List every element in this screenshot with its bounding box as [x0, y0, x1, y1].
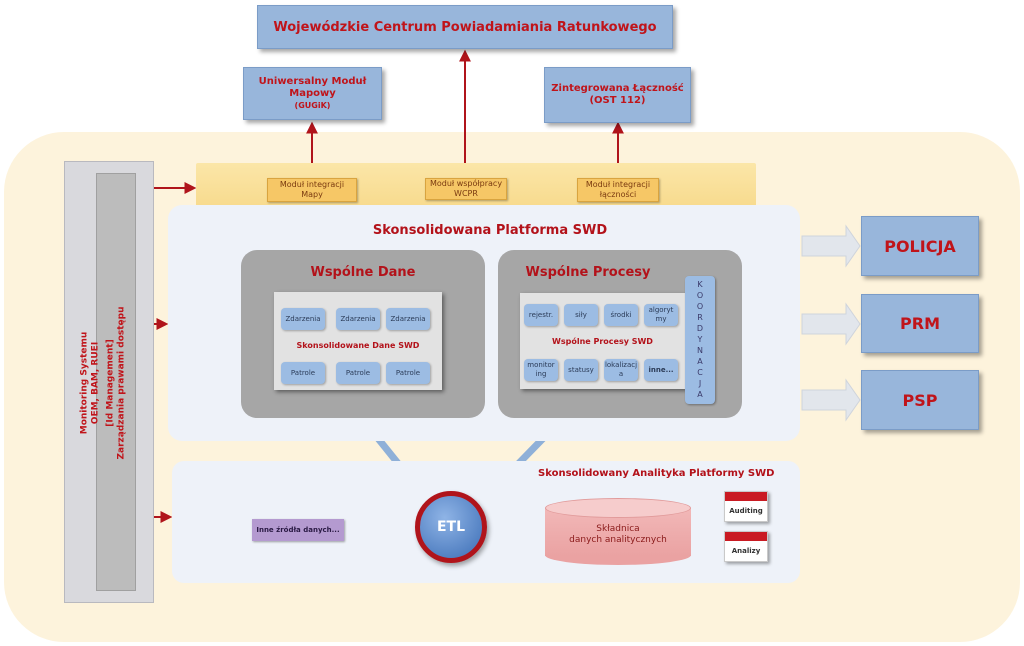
- coordination-letter: A: [697, 390, 703, 399]
- process-chip-location-line2: a: [618, 370, 624, 378]
- etl-node: ETL: [415, 491, 487, 563]
- coordination-letter: K: [697, 280, 703, 289]
- connectivity-line2: (OST 112): [589, 95, 646, 106]
- process-chip-other-text: inne...: [648, 365, 674, 374]
- data-chip-events-2: Zdarzenia: [336, 308, 380, 330]
- idm-line2: Zarządzania prawami dostępu: [115, 306, 126, 460]
- coordination-letter: R: [697, 313, 703, 322]
- data-chip-patrols-3: Patrole: [386, 362, 430, 384]
- auditing-report-label: Auditing: [729, 507, 763, 515]
- coordination-letter: A: [697, 357, 703, 366]
- shared-processes-label: Wspólne Procesy SWD: [552, 336, 653, 346]
- comm-integration-line1: Moduł integracji: [585, 180, 651, 189]
- auditing-report: Auditing: [724, 491, 768, 522]
- storage-line2: danych analitycznych: [569, 535, 667, 545]
- process-chip-registration: rejestr.: [524, 304, 558, 326]
- process-chip-statuses-text: statusy: [568, 365, 594, 374]
- process-chip-resources: środki: [604, 304, 638, 326]
- process-chip-resources-text: środki: [610, 310, 632, 319]
- wcpr-integration-module: Moduł współpracy WCPR: [425, 178, 507, 200]
- map-integration-line2: Mapy: [301, 190, 323, 199]
- process-chip-algorithms: algoryt my: [644, 304, 678, 326]
- auditing-report-header: [725, 492, 767, 501]
- process-chip-algorithms-line1: algoryt: [648, 306, 674, 314]
- wcpr-integration-line2: WCPR: [454, 189, 478, 198]
- coordination-letter: O: [696, 302, 704, 311]
- coordination-letter: D: [696, 324, 704, 333]
- storage-label: Składnica danych analitycznych: [545, 522, 691, 548]
- process-chip-monitoring-line2: ing: [535, 370, 547, 378]
- wcpr-box: Wojewódzkie Centrum Powiadamiania Ratunk…: [257, 5, 673, 49]
- process-chip-statuses: statusy: [564, 359, 598, 381]
- coordination-letter: N: [697, 346, 703, 355]
- process-chip-algorithms-line2: my: [655, 315, 667, 323]
- service-prm: PRM: [861, 294, 979, 353]
- analysis-report-header: [725, 532, 767, 541]
- process-chip-forces-text: siły: [575, 310, 587, 319]
- wcpr-integration-line1: Moduł współpracy: [429, 179, 503, 188]
- map-module-line3: (GUGiK): [294, 100, 331, 110]
- map-module-line2: Mapowy: [289, 87, 336, 99]
- coordination-letter: C: [697, 368, 703, 377]
- shared-data-label: Skonsolidowane Dane SWD: [296, 340, 420, 350]
- process-chip-location-line1: lokalizacj: [604, 361, 638, 369]
- coordination-bar: K O O R D Y N A C J A: [685, 276, 715, 404]
- idm-label: [Id Management] Zarządzania prawami dost…: [105, 307, 127, 460]
- shared-processes-title: Wspólne Procesy: [525, 264, 651, 280]
- coordination-letter: Y: [697, 335, 703, 344]
- map-integration-line1: Moduł integracji: [279, 180, 345, 189]
- analysis-report: Analizy: [724, 531, 768, 562]
- map-integration-module: Moduł integracji Mapy: [267, 178, 357, 202]
- data-chip-patrols-2: Patrole: [336, 362, 380, 384]
- connectivity-box: Zintegrowana Łączność (OST 112): [544, 67, 691, 123]
- arrow-to-psp: [801, 378, 861, 422]
- shared-data-title: Wspólne Dane: [310, 264, 416, 280]
- map-module-box: Uniwersalny Moduł Mapowy (GUGiK): [243, 67, 382, 120]
- service-psp: PSP: [861, 370, 979, 430]
- service-policja: POLICJA: [861, 216, 979, 276]
- connectivity-line1: Zintegrowana Łączność: [551, 83, 684, 94]
- arrow-to-prm: [801, 302, 861, 346]
- process-chip-registration-text: rejestr.: [528, 310, 554, 319]
- storage-top: [545, 498, 691, 518]
- platform-title: Skonsolidowana Platforma SWD: [372, 222, 608, 238]
- other-sources-box: Inne źródła danych...: [252, 519, 344, 541]
- wcpr-title: Wojewódzkie Centrum Powiadamiania Ratunk…: [273, 19, 657, 35]
- data-chip-patrols-1: Patrole: [281, 362, 325, 384]
- map-module-line1: Uniwersalny Moduł: [258, 75, 367, 87]
- arrow-to-policja: [801, 224, 861, 268]
- data-chip-events-1: Zdarzenia: [281, 308, 325, 330]
- idm-label-wrap: [Id Management] Zarządzania prawami dost…: [6, 307, 226, 460]
- process-chip-monitoring: monitor ing: [524, 359, 558, 381]
- process-chip-location: lokalizacj a: [604, 359, 638, 381]
- data-chip-events-3: Zdarzenia: [386, 308, 430, 330]
- comm-integration-module: Moduł integracji łączności: [577, 178, 659, 202]
- comm-integration-line2: łączności: [599, 190, 637, 199]
- storage-line1: Składnica: [596, 524, 640, 534]
- process-chip-forces: siły: [564, 304, 598, 326]
- analysis-report-label: Analizy: [731, 547, 761, 555]
- analytics-title: Skonsolidowany Analityka Platformy SWD: [538, 468, 775, 479]
- coordination-letter: O: [696, 291, 704, 300]
- idm-line1: [Id Management]: [104, 339, 115, 427]
- id-management-bar: [96, 173, 136, 591]
- coordination-letter: J: [698, 379, 702, 388]
- process-chip-other: inne...: [644, 359, 678, 381]
- process-chip-monitoring-line1: monitor: [527, 361, 555, 369]
